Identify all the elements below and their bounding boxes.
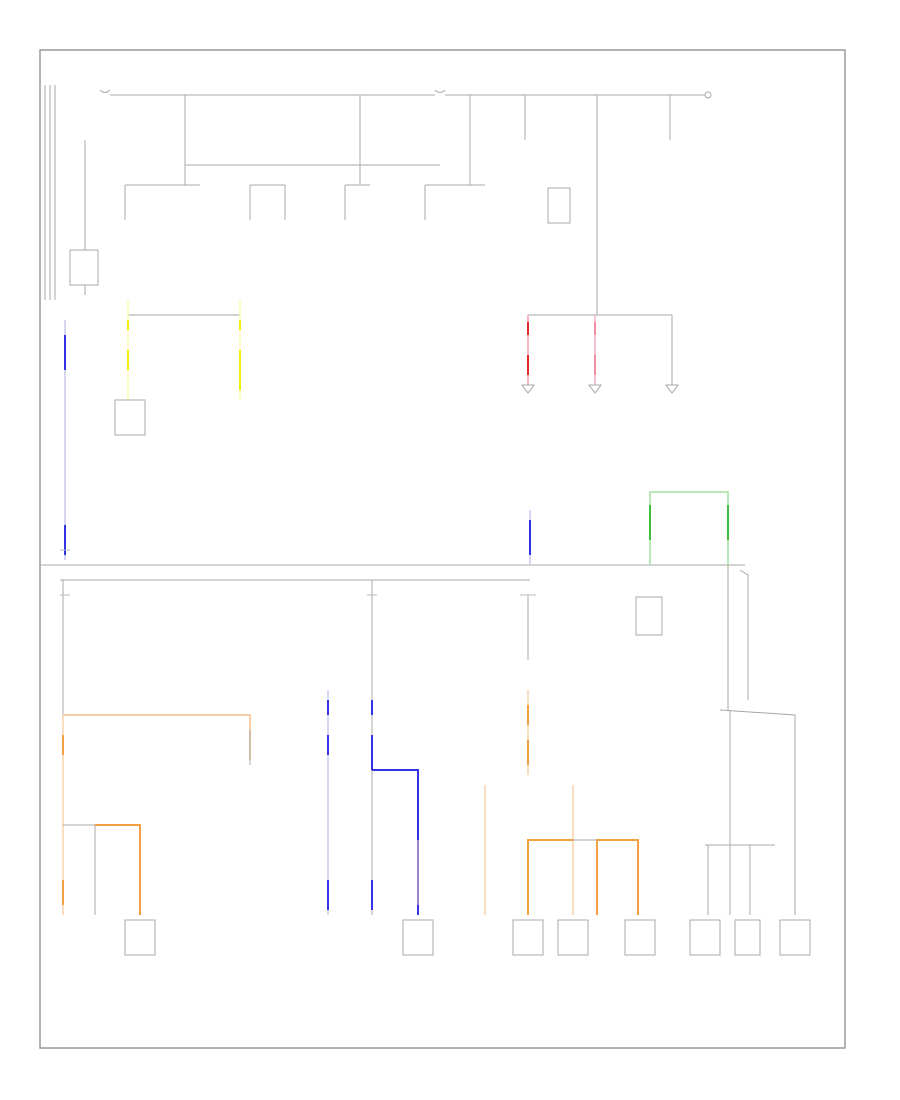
far-right-circuits xyxy=(689,565,811,956)
middle-bus xyxy=(40,491,745,636)
top-bus xyxy=(44,85,712,315)
yellow-switch-circuit xyxy=(114,300,241,436)
top-components xyxy=(69,187,571,286)
lower-right-circuits xyxy=(484,595,656,956)
lower-middle-circuits xyxy=(327,580,434,956)
diagram-frame xyxy=(39,49,846,1049)
connector-ticks xyxy=(60,549,536,596)
upper-right-ground-branches xyxy=(521,314,679,394)
lower-left-circuits xyxy=(62,580,251,956)
